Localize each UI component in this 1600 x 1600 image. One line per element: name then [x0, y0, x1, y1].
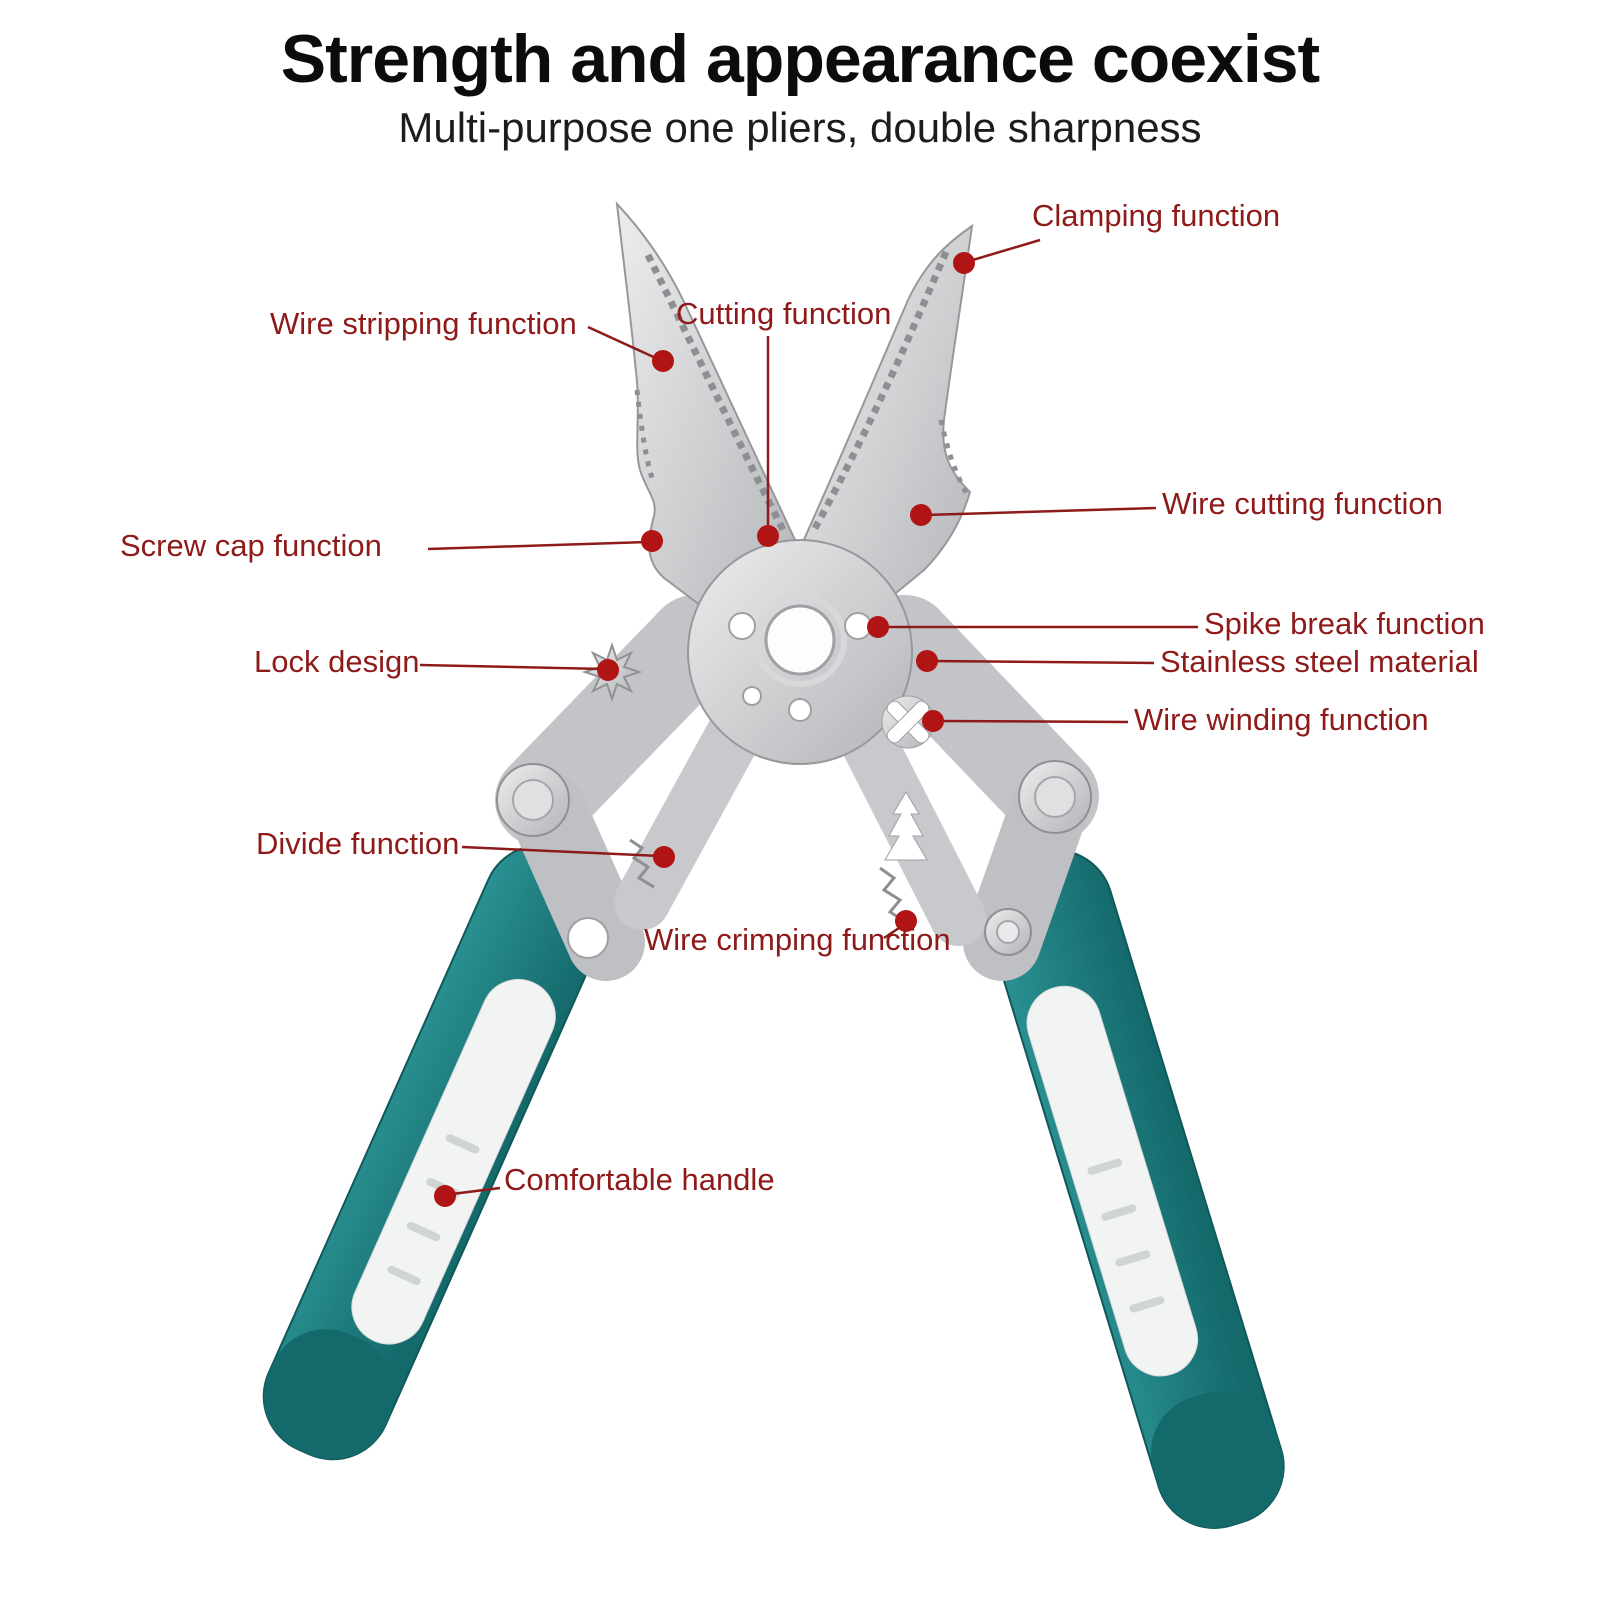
lock-gear — [581, 641, 643, 703]
page-subtitle: Multi-purpose one pliers, double sharpne… — [398, 104, 1202, 151]
plate-holes — [728, 593, 872, 722]
right-jaw — [800, 223, 974, 654]
wire-winding-hole — [881, 695, 935, 749]
header: Strength and appearance coexist Multi-pu… — [0, 20, 1600, 152]
left-handle — [262, 844, 612, 1461]
center-hole — [764, 604, 836, 676]
pivot-bolts — [496, 760, 1092, 959]
right-handle — [984, 848, 1285, 1529]
left-handle-grip-insert — [351, 978, 556, 1345]
page-title: Strength and appearance coexist — [280, 21, 1320, 97]
right-handle-grip-insert — [1026, 985, 1199, 1377]
jaw-serrations — [634, 250, 971, 532]
